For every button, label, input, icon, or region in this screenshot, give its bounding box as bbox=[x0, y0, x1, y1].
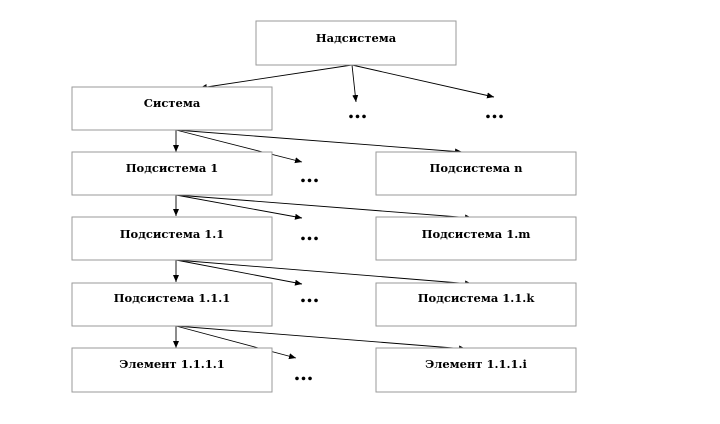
node-label: Элемент 1.1.1.i bbox=[425, 357, 527, 371]
edge-system-subn bbox=[175, 129, 463, 155]
edge-sub11-ellipsis bbox=[175, 259, 303, 286]
node-subsystem-1: Подсистема 1 bbox=[71, 151, 273, 196]
edge-sub111-ellipsis bbox=[175, 325, 297, 360]
node-box bbox=[71, 151, 273, 196]
node-box bbox=[375, 216, 577, 261]
connectors bbox=[173, 64, 495, 360]
node-label: Подсистема 1.m bbox=[422, 227, 531, 241]
node-subsystem-n: Подсистема n bbox=[375, 151, 577, 196]
edge-top-system bbox=[199, 64, 353, 90]
ellipsis-marker: … bbox=[348, 99, 369, 123]
node-box bbox=[375, 151, 577, 196]
ellipsis-marker: … bbox=[485, 99, 506, 123]
edge-sub1-ellipsis bbox=[175, 194, 303, 220]
node-label: Подсистема 1.1 bbox=[120, 227, 225, 241]
node-label: Система bbox=[144, 96, 201, 110]
node-subsystem-1-1-1: Подсистема 1.1.1 bbox=[71, 282, 273, 327]
node-subsystem-1-1-k: Подсистема 1.1.k bbox=[375, 282, 577, 327]
node-label: Подсистема 1.1.k bbox=[418, 291, 536, 305]
node-box bbox=[71, 347, 273, 393]
node-system: Система bbox=[71, 86, 273, 131]
node-box bbox=[375, 282, 577, 327]
edge-sub11-sub11k bbox=[175, 259, 473, 287]
node-box bbox=[255, 20, 457, 66]
edge-system-ellipsis bbox=[175, 129, 303, 164]
ellipsis-marker: … bbox=[300, 283, 321, 307]
node-element-1-1-1-i: Элемент 1.1.1.i bbox=[375, 347, 577, 393]
edge-top-ellipsis-a bbox=[351, 64, 359, 103]
node-subsystem-1-1: Подсистема 1.1 bbox=[71, 216, 273, 261]
ellipsis-marker: … bbox=[294, 361, 315, 385]
node-label: Подсистема n bbox=[430, 161, 524, 175]
node-subsystem-1-m: Подсистема 1.m bbox=[375, 216, 577, 261]
node-box bbox=[71, 86, 273, 131]
edge-top-ellipsis-b bbox=[351, 64, 495, 99]
node-box bbox=[71, 282, 273, 327]
node-label: Подсистема 1 bbox=[126, 161, 219, 175]
edge-sub1-sub1m bbox=[175, 194, 473, 221]
node-label: Элемент 1.1.1.1 bbox=[119, 357, 224, 371]
node-top: Надсистема bbox=[255, 20, 457, 66]
node-label: Надсистема bbox=[316, 31, 397, 45]
node-box bbox=[71, 216, 273, 261]
node-label: Подсистема 1.1.1 bbox=[114, 291, 231, 305]
node-element-1-1-1-1: Элемент 1.1.1.1 bbox=[71, 347, 273, 393]
ellipsis-marker: … bbox=[300, 163, 321, 187]
node-box bbox=[375, 347, 577, 393]
edge-sub111-el111i bbox=[175, 325, 467, 352]
ellipsis-marker: … bbox=[300, 221, 321, 245]
